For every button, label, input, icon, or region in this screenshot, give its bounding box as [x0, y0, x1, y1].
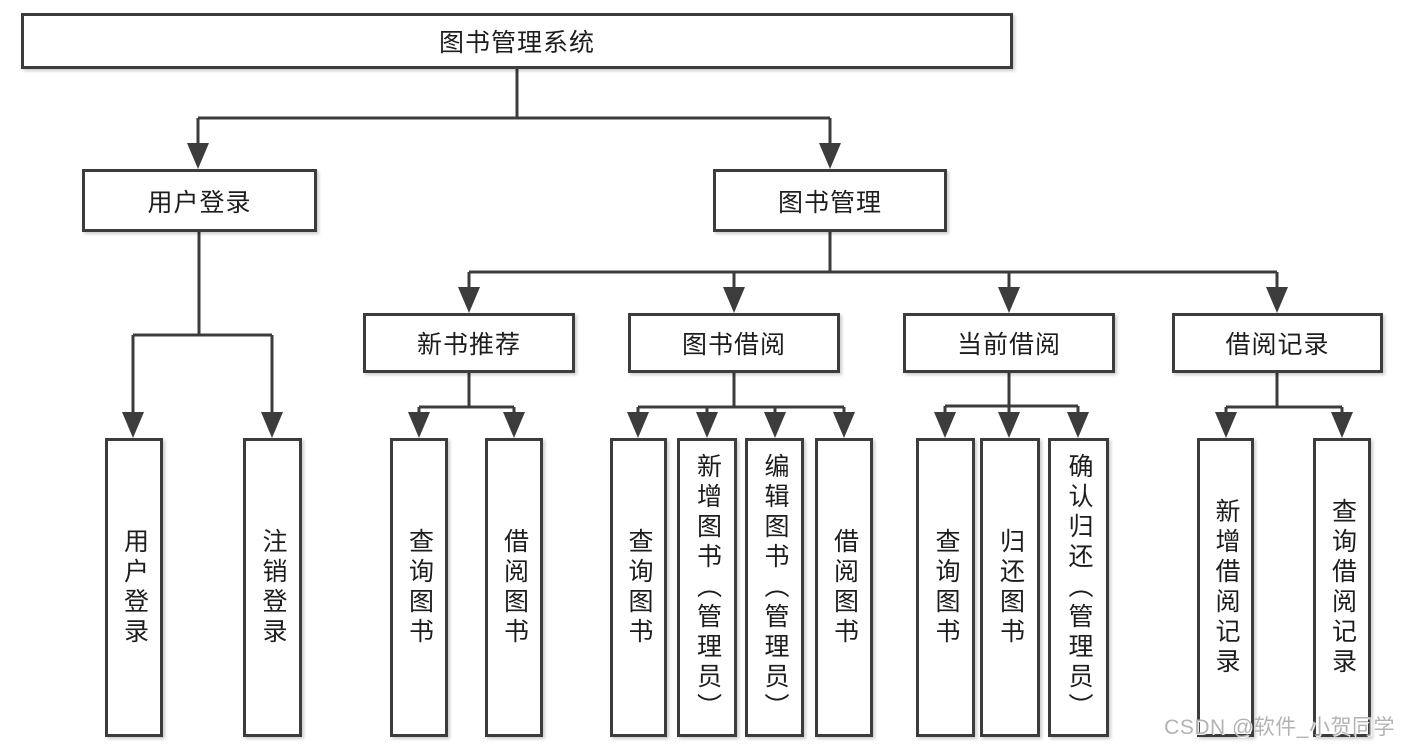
node-user-login: 用户登录: [82, 169, 317, 232]
leaf-logout: 注销登录: [243, 438, 302, 737]
leaf-add-borrow-record: 新增借阅记录: [1197, 438, 1254, 737]
leaf-query-books-current: 查询图书: [916, 438, 975, 737]
leaf-label: 借阅图书: [830, 527, 859, 648]
leaf-label: 确认归还（管理员）: [1065, 452, 1093, 723]
leaf-label: 归还图书: [996, 527, 1025, 648]
leaf-label: 新增图书（管理员）: [693, 452, 722, 723]
node-new-book-recommend: 新书推荐: [363, 313, 575, 373]
leaf-label: 查询图书: [405, 527, 434, 648]
leaf-add-book-admin: 新增图书（管理员）: [677, 438, 737, 737]
leaf-query-books-borrow: 查询图书: [610, 438, 667, 737]
leaf-label: 注销登录: [259, 527, 287, 648]
leaf-return-book: 归还图书: [980, 438, 1040, 737]
leaf-edit-book-admin: 编辑图书（管理员）: [745, 438, 804, 737]
node-book-management: 图书管理: [713, 169, 947, 232]
leaf-confirm-return-admin: 确认归还（管理员）: [1048, 438, 1109, 737]
leaf-label: 编辑图书（管理员）: [761, 452, 789, 723]
node-root-system: 图书管理系统: [21, 13, 1013, 69]
leaf-borrow-books: 借阅图书: [815, 438, 873, 737]
node-borrow-records: 借阅记录: [1172, 313, 1383, 373]
node-book-borrow: 图书借阅: [628, 313, 840, 373]
leaf-borrow-books-recommend: 借阅图书: [485, 438, 543, 737]
leaf-label: 查询图书: [932, 527, 960, 648]
leaf-label: 借阅图书: [500, 527, 529, 648]
leaf-label: 新增借阅记录: [1212, 497, 1240, 678]
leaf-label: 用户登录: [120, 527, 149, 648]
node-current-borrow: 当前借阅: [903, 313, 1115, 373]
leaf-label: 查询借阅记录: [1328, 497, 1357, 678]
csdn-watermark: CSDN @软件_小贺同学: [1164, 716, 1395, 739]
leaf-label: 查询图书: [625, 527, 653, 648]
leaf-user-login: 用户登录: [105, 438, 163, 737]
leaf-query-borrow-record: 查询借阅记录: [1313, 438, 1371, 737]
leaf-query-books-recommend: 查询图书: [390, 438, 448, 737]
